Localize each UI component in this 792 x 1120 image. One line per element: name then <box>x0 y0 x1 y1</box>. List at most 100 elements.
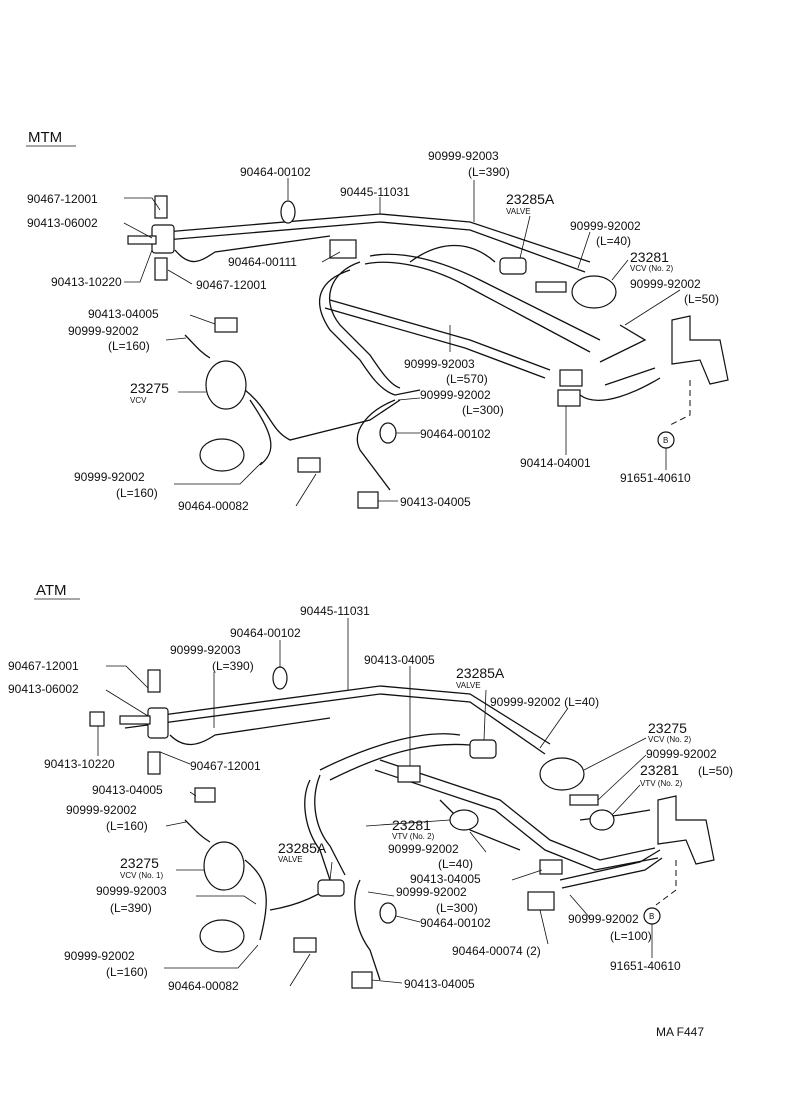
mtm-lead-21 <box>174 461 263 485</box>
mtm-label-l300: (L=300) <box>462 403 504 417</box>
atm-label-vcv-no1: VCV (No. 1) <box>120 871 163 880</box>
mtm-label-90413-04005-b: 90413-04005 <box>400 495 471 509</box>
atm-hose-40b <box>439 799 521 851</box>
atm-dash-bolt <box>655 860 677 906</box>
atm-vcv-23275-no2 <box>539 757 585 791</box>
mtm-hose-40 <box>535 281 567 293</box>
mtm-loop-d <box>364 261 591 353</box>
atm-label-l160-a: (L=160) <box>106 819 148 833</box>
mtm-loop-a <box>319 269 421 396</box>
mtm-label-90999-92003-b: 90999-92003 <box>404 357 475 371</box>
mtm-lead-11 <box>611 259 629 281</box>
atm-label-23281-a: 23281 <box>640 762 679 778</box>
atm-label-90999-92002-f: 90999-92002 <box>568 912 639 926</box>
mtm-hose-top-a <box>164 213 591 263</box>
mtm-hose-570b <box>324 307 546 379</box>
atm-label-valve-b: VALVE <box>278 855 303 864</box>
mtm-lead-1 <box>124 197 161 211</box>
atm-clamp-lower <box>199 919 245 953</box>
atm-label-90464-00082: 90464-00082 <box>168 979 239 993</box>
atm-lead-9 <box>483 689 487 741</box>
atm-lead-12 <box>597 754 647 801</box>
mtm-label-23285a: 23285A <box>506 191 555 207</box>
mtm-fitting-04001b <box>557 389 581 407</box>
mtm-lead-17 <box>397 397 421 401</box>
mtm-label-90467-12001-b: 90467-12001 <box>196 278 267 292</box>
mtm-hose-50 <box>599 324 647 363</box>
atm-label-l390-a: (L=390) <box>212 659 254 673</box>
atm-lead-29 <box>371 979 403 984</box>
mtm-cap-upper <box>154 195 168 219</box>
atm-label-90464-00074: 90464-00074 (2) <box>452 944 541 958</box>
atm-valve-23285a-a <box>469 739 497 759</box>
mtm-label-valve: VALVE <box>506 207 531 216</box>
mtm-label-90999-92002-a: 90999-92002 <box>570 219 641 233</box>
atm-lead-24 <box>569 894 591 919</box>
atm-lead-5 <box>105 689 149 717</box>
atm-lead-18 <box>329 861 333 881</box>
mtm-label-90464-00102-b: 90464-00102 <box>420 427 491 441</box>
atm-lead-11 <box>583 737 647 771</box>
atm-lead-17 <box>469 831 487 853</box>
atm-lead-22 <box>367 891 395 897</box>
atm-vtv-23281 <box>449 809 479 831</box>
mtm-section: MTM <box>26 129 729 513</box>
mtm-label-90999-92002-e: 90999-92002 <box>74 470 145 484</box>
atm-loop-b <box>314 774 346 876</box>
atm-hose-top-a <box>124 685 551 745</box>
atm-cap-upper <box>147 669 161 693</box>
mtm-title: MTM <box>28 129 62 146</box>
atm-label-91651-40610: 91651-40610 <box>610 959 681 973</box>
atm-lead-27 <box>164 944 259 969</box>
mtm-label-90467-12001-a: 90467-12001 <box>27 192 98 206</box>
atm-fitting-04005-a <box>397 765 421 783</box>
mtm-fitting-04005 <box>214 317 238 333</box>
atm-lead-15 <box>165 821 187 827</box>
atm-label-90467-12001-b: 90467-12001 <box>190 759 261 773</box>
atm-fitting-04005-b <box>194 787 216 803</box>
atm-clip-00102 <box>379 902 397 924</box>
atm-loop-c <box>319 733 461 771</box>
mtm-bolt-letter: B <box>663 436 668 445</box>
mtm-label-90464-00102-a: 90464-00102 <box>240 165 311 179</box>
atm-hose-top-b <box>124 693 546 755</box>
atm-label-23285a-a: 23285A <box>456 665 505 681</box>
atm-label-vcv-no2: VCV (No. 2) <box>648 735 691 744</box>
mtm-hose-vcv <box>244 389 401 441</box>
atm-label-l50: (L=50) <box>698 764 733 778</box>
atm-hose-long-b <box>374 769 659 871</box>
atm-vtv-23281-no2 <box>589 809 615 831</box>
mtm-clip-00082 <box>297 457 321 473</box>
atm-label-90999-92002-l40: 90999-92002 (L=40) <box>490 695 599 709</box>
atm-fitting-10220 <box>89 711 105 727</box>
mtm-label-l390: (L=390) <box>468 165 510 179</box>
atm-label-90999-92002-b: 90999-92002 <box>646 747 717 761</box>
atm-title: ATM <box>36 582 67 599</box>
mtm-label-vcv-no2: VCV (No. 2) <box>630 264 673 273</box>
mtm-lead-14 <box>165 337 187 341</box>
atm-lead-20 <box>196 895 257 905</box>
atm-tee-stub <box>119 715 151 725</box>
mtm-lead-12 <box>624 289 681 326</box>
atm-clip-00074 <box>527 891 555 911</box>
atm-clip-upper <box>272 666 288 690</box>
atm-clip-00082 <box>293 937 317 953</box>
atm-label-l100: (L=100) <box>610 929 652 943</box>
atm-bolt-letter: B <box>649 912 654 921</box>
mtm-valve-23285a <box>499 257 527 275</box>
mtm-hose-right-a <box>579 377 661 401</box>
atm-lead-10 <box>539 707 569 749</box>
atm-label-vtv-no2-a: VTV (No. 2) <box>640 779 683 788</box>
atm-lead-7 <box>159 751 191 765</box>
mtm-hose-160a <box>184 334 211 359</box>
atm-label-90413-04005-d: 90413-04005 <box>404 977 475 991</box>
atm-vcv-23275-no1 <box>203 841 245 891</box>
mtm-fitting-04005-low <box>357 491 379 509</box>
mtm-label-l160-b: (L=160) <box>116 486 158 500</box>
mtm-lead-10 <box>577 231 591 269</box>
mtm-label-90414-04001: 90414-04001 <box>520 456 591 470</box>
mtm-label-90413-04005-a: 90413-04005 <box>88 307 159 321</box>
mtm-loop-b <box>329 261 401 389</box>
atm-hose-100b <box>561 857 663 889</box>
atm-hose-160b <box>244 859 267 941</box>
